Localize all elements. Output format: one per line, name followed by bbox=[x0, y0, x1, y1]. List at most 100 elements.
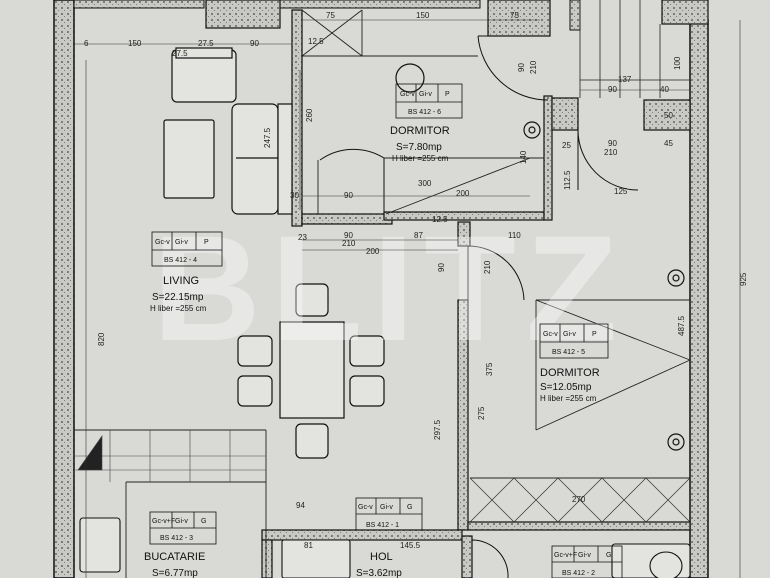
dim-label: 925 bbox=[739, 272, 748, 286]
tag-cell: Gc-v+F bbox=[554, 552, 577, 559]
dim-label: 145.5 bbox=[400, 541, 421, 550]
dining-set bbox=[237, 283, 385, 459]
room-name-dormitor-2: DORMITOR bbox=[540, 367, 600, 379]
room-area-dormitor-2: S=12.05mp bbox=[540, 382, 592, 393]
dim-label: 297.5 bbox=[433, 419, 442, 440]
dim-label: 260 bbox=[305, 108, 314, 122]
dimension-lines bbox=[74, 19, 741, 578]
dim-label: 140 bbox=[519, 150, 528, 164]
dim-label: 270 bbox=[572, 495, 586, 504]
dim-label: 6 bbox=[84, 39, 89, 48]
dim-label: 90 bbox=[608, 85, 617, 94]
dim-label: 137 bbox=[618, 75, 632, 84]
dim-label: 90 bbox=[517, 63, 526, 72]
dim-label: 75 bbox=[326, 11, 335, 20]
dim-label: 90 bbox=[437, 263, 446, 272]
bathroom-fixtures bbox=[79, 517, 691, 578]
dim-label: 90 bbox=[344, 191, 353, 200]
interior-lines bbox=[74, 9, 691, 578]
dim-label: 100 bbox=[673, 56, 682, 70]
sockets bbox=[395, 63, 685, 451]
dim-label: 247.5 bbox=[263, 127, 272, 148]
dim-label: 150 bbox=[416, 11, 430, 20]
room-height-dormitor-2: H liber =255 cm bbox=[540, 394, 597, 403]
dim-label: 50 bbox=[664, 111, 673, 120]
tag-cell: Gc-v bbox=[155, 239, 170, 246]
dim-label: 275 bbox=[477, 406, 486, 420]
room-tag-living bbox=[151, 231, 223, 267]
room-area-living: S=22.15mp bbox=[152, 292, 204, 303]
tag-cell: P bbox=[204, 239, 209, 246]
room-name-hol: HOL bbox=[370, 551, 393, 563]
tag-cell: Gi-v bbox=[563, 331, 576, 338]
tag-cell: Gi-v bbox=[380, 504, 393, 511]
watermark-text: BLITZ bbox=[153, 204, 628, 372]
dim-label: 110 bbox=[508, 231, 521, 240]
outer-walls bbox=[53, 0, 709, 578]
dim-label: 87 bbox=[414, 231, 423, 240]
stairs bbox=[579, 0, 690, 98]
dim-label: 27.5 bbox=[198, 39, 214, 48]
living-furniture bbox=[163, 47, 293, 215]
doors bbox=[319, 35, 639, 578]
tag-cell: P bbox=[445, 91, 450, 98]
tag-cell: Gi-v bbox=[175, 518, 188, 525]
kitchen-counter bbox=[74, 430, 266, 482]
dim-label: 75 bbox=[510, 11, 519, 20]
dim-label: 210 bbox=[342, 239, 356, 248]
dim-label: 210 bbox=[529, 60, 538, 74]
tag-code: BS 412 - 4 bbox=[164, 257, 197, 264]
dim-label: 125 bbox=[614, 187, 628, 196]
tag-cell: Gc-v+F bbox=[152, 518, 175, 525]
dim-label: 81 bbox=[304, 541, 313, 550]
dim-label: 23 bbox=[298, 233, 307, 242]
dim-label: 820 bbox=[97, 332, 106, 346]
tag-cell: Gc-v bbox=[400, 91, 415, 98]
dim-label: 112.5 bbox=[563, 170, 572, 190]
tag-code: BS 412 - 1 bbox=[366, 522, 399, 529]
room-area-bucatarie: S=6.77mp bbox=[152, 568, 198, 578]
dim-label: 12.5 bbox=[432, 215, 448, 224]
tag-cell: Gi-v bbox=[578, 552, 591, 559]
tag-code: BS 412 - 6 bbox=[408, 109, 441, 116]
tag-cell: P bbox=[592, 331, 597, 338]
room-name-living: LIVING bbox=[163, 275, 199, 287]
room-tag-hol bbox=[355, 497, 423, 531]
tag-cell: Gc-v bbox=[543, 331, 558, 338]
tag-code: BS 412 - 2 bbox=[562, 570, 595, 577]
room-height-living: H liber =255 cm bbox=[150, 304, 207, 313]
dim-label: 90 bbox=[344, 231, 353, 240]
tag-cell: Gi-v bbox=[419, 91, 432, 98]
dim-label: 27.5 bbox=[172, 49, 188, 58]
dim-label: 200 bbox=[456, 189, 470, 198]
dim-label: 210 bbox=[483, 260, 492, 274]
dim-label: 90 bbox=[608, 139, 617, 148]
tag-cell: Gi-v bbox=[175, 239, 188, 246]
dim-label: 210 bbox=[604, 148, 618, 157]
tag-cell: G bbox=[201, 518, 206, 525]
dim-label: 40 bbox=[660, 85, 669, 94]
dim-label: 45 bbox=[664, 139, 673, 148]
dim-label: 25 bbox=[562, 141, 571, 150]
tag-cell: Gc-v bbox=[358, 504, 373, 511]
dim-label: 94 bbox=[296, 501, 305, 510]
room-area-hol: S=3.62mp bbox=[356, 568, 402, 578]
dim-label: 200 bbox=[366, 247, 380, 256]
dim-label: 90 bbox=[250, 39, 259, 48]
dim-label: 487.5 bbox=[677, 315, 686, 336]
dim-label: 375 bbox=[485, 362, 494, 376]
tag-code: BS 412 - 3 bbox=[160, 535, 193, 542]
wardrobe bbox=[469, 477, 691, 523]
tag-cell: G bbox=[407, 504, 412, 511]
dim-label: 300 bbox=[418, 179, 432, 188]
tag-cell: G bbox=[606, 552, 611, 559]
dim-label: 30 bbox=[290, 191, 299, 200]
dim-label: 150 bbox=[128, 39, 142, 48]
room-tag-baie bbox=[551, 545, 623, 578]
dim-label: 12.5 bbox=[308, 37, 324, 46]
tag-code: BS 412 - 5 bbox=[552, 349, 585, 356]
room-tag-dormitor2 bbox=[539, 323, 609, 359]
room-height-dormitor-1: H liber =255 cm bbox=[392, 154, 449, 163]
room-tag-bucatarie bbox=[149, 511, 217, 545]
